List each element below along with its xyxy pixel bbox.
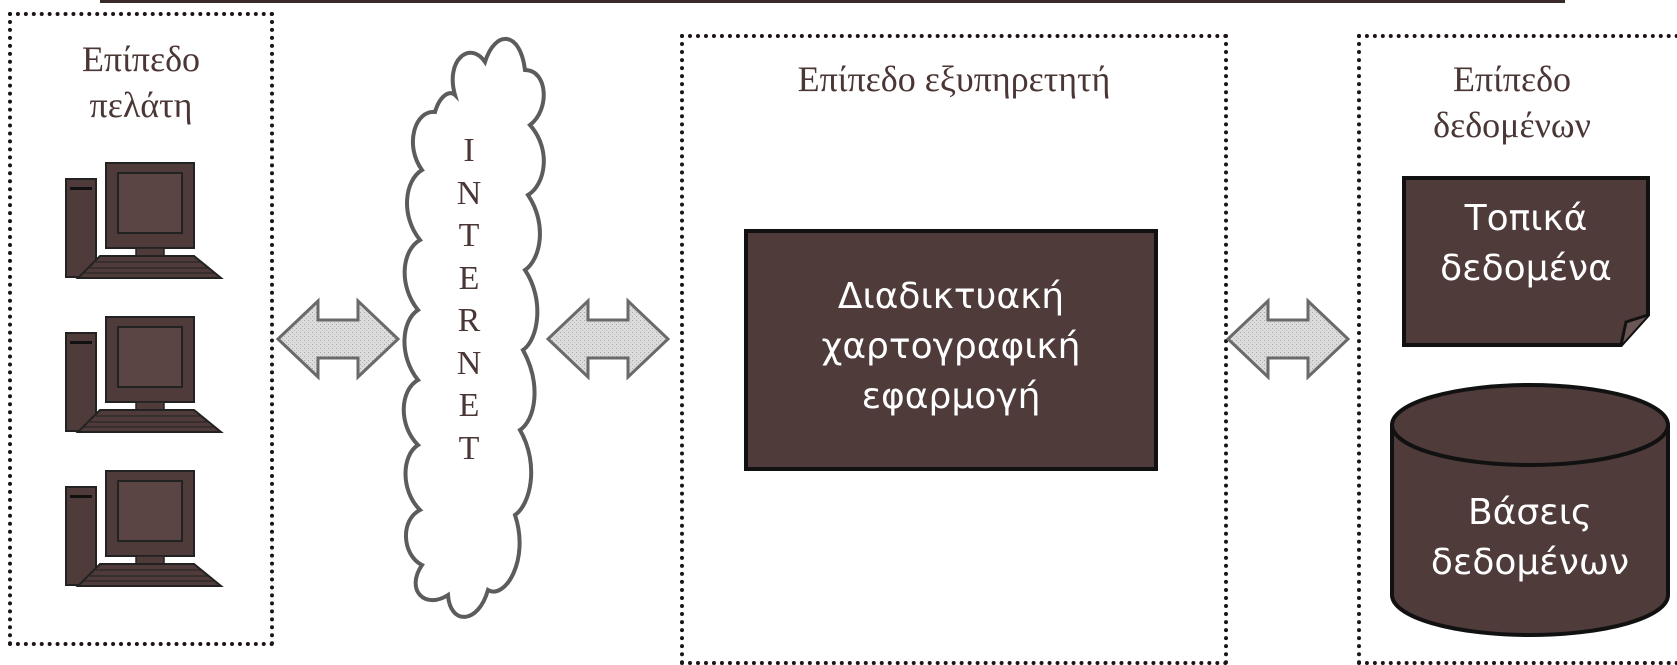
internet-letter-4: E <box>458 259 480 297</box>
cloud-icon <box>401 37 546 619</box>
app-label-line3: εφαρμογή <box>861 376 1041 417</box>
double-arrow-server-data <box>1225 297 1351 381</box>
client-tier-frame: Επίπεδο πελάτη <box>8 12 274 646</box>
server-tier-frame: Επίπεδο εξυπηρετητή <box>680 34 1228 665</box>
client-tier-title-line2: πελάτη <box>89 85 193 125</box>
databases-line2: δεδομένων <box>1430 542 1630 583</box>
computer-icon-3 <box>65 470 224 587</box>
computer-icon-1 <box>65 162 224 279</box>
client-tier-title: Επίπεδο πελάτη <box>12 36 270 128</box>
local-data-line1: Τοπικά <box>1464 198 1588 239</box>
data-tier-title: Επίπεδο δεδομένων <box>1361 56 1663 148</box>
data-tier-title-line1: Επίπεδο <box>1452 59 1572 99</box>
internet-letter-3: T <box>458 217 480 254</box>
page-curl <box>1619 313 1649 346</box>
client-tier-title-line1: Επίπεδο <box>81 39 201 79</box>
internet-letter-2: N <box>456 174 482 212</box>
app-label-line1: Διαδικτυακή <box>837 276 1065 317</box>
web-mapping-app-box <box>744 229 1158 471</box>
app-label-line2: χαρτογραφική <box>821 326 1081 367</box>
internet-label: I N T E R N E T <box>445 130 493 470</box>
computer-icon-2 <box>65 316 224 433</box>
databases-label: Βάσεις δεδομένων <box>1392 488 1668 588</box>
internet-letter-5: R <box>457 302 481 339</box>
double-arrow-internet-server <box>545 297 671 381</box>
web-mapping-app-label: Διαδικτυακή χαρτογραφική εφαρμογή <box>746 272 1156 422</box>
databases-line1: Βάσεις <box>1467 492 1592 533</box>
internet-letter-8: T <box>458 429 480 467</box>
internet-letter-6: N <box>456 344 482 382</box>
database-cylinder-icon <box>1390 383 1670 637</box>
internet-letter-1: I <box>463 132 475 169</box>
data-tier-frame: Επίπεδο δεδομένων <box>1357 34 1677 665</box>
data-tier-title-line2: δεδομένων <box>1433 105 1591 145</box>
local-data-label: Τοπικά δεδομένα <box>1404 194 1648 294</box>
double-arrow-client-internet <box>275 297 401 381</box>
top-rule <box>100 0 1565 3</box>
internet-letter-7: E <box>458 387 480 424</box>
server-tier-title: Επίπεδο εξυπηρετητή <box>797 59 1111 99</box>
local-data-line2: δεδομένα <box>1440 248 1612 289</box>
